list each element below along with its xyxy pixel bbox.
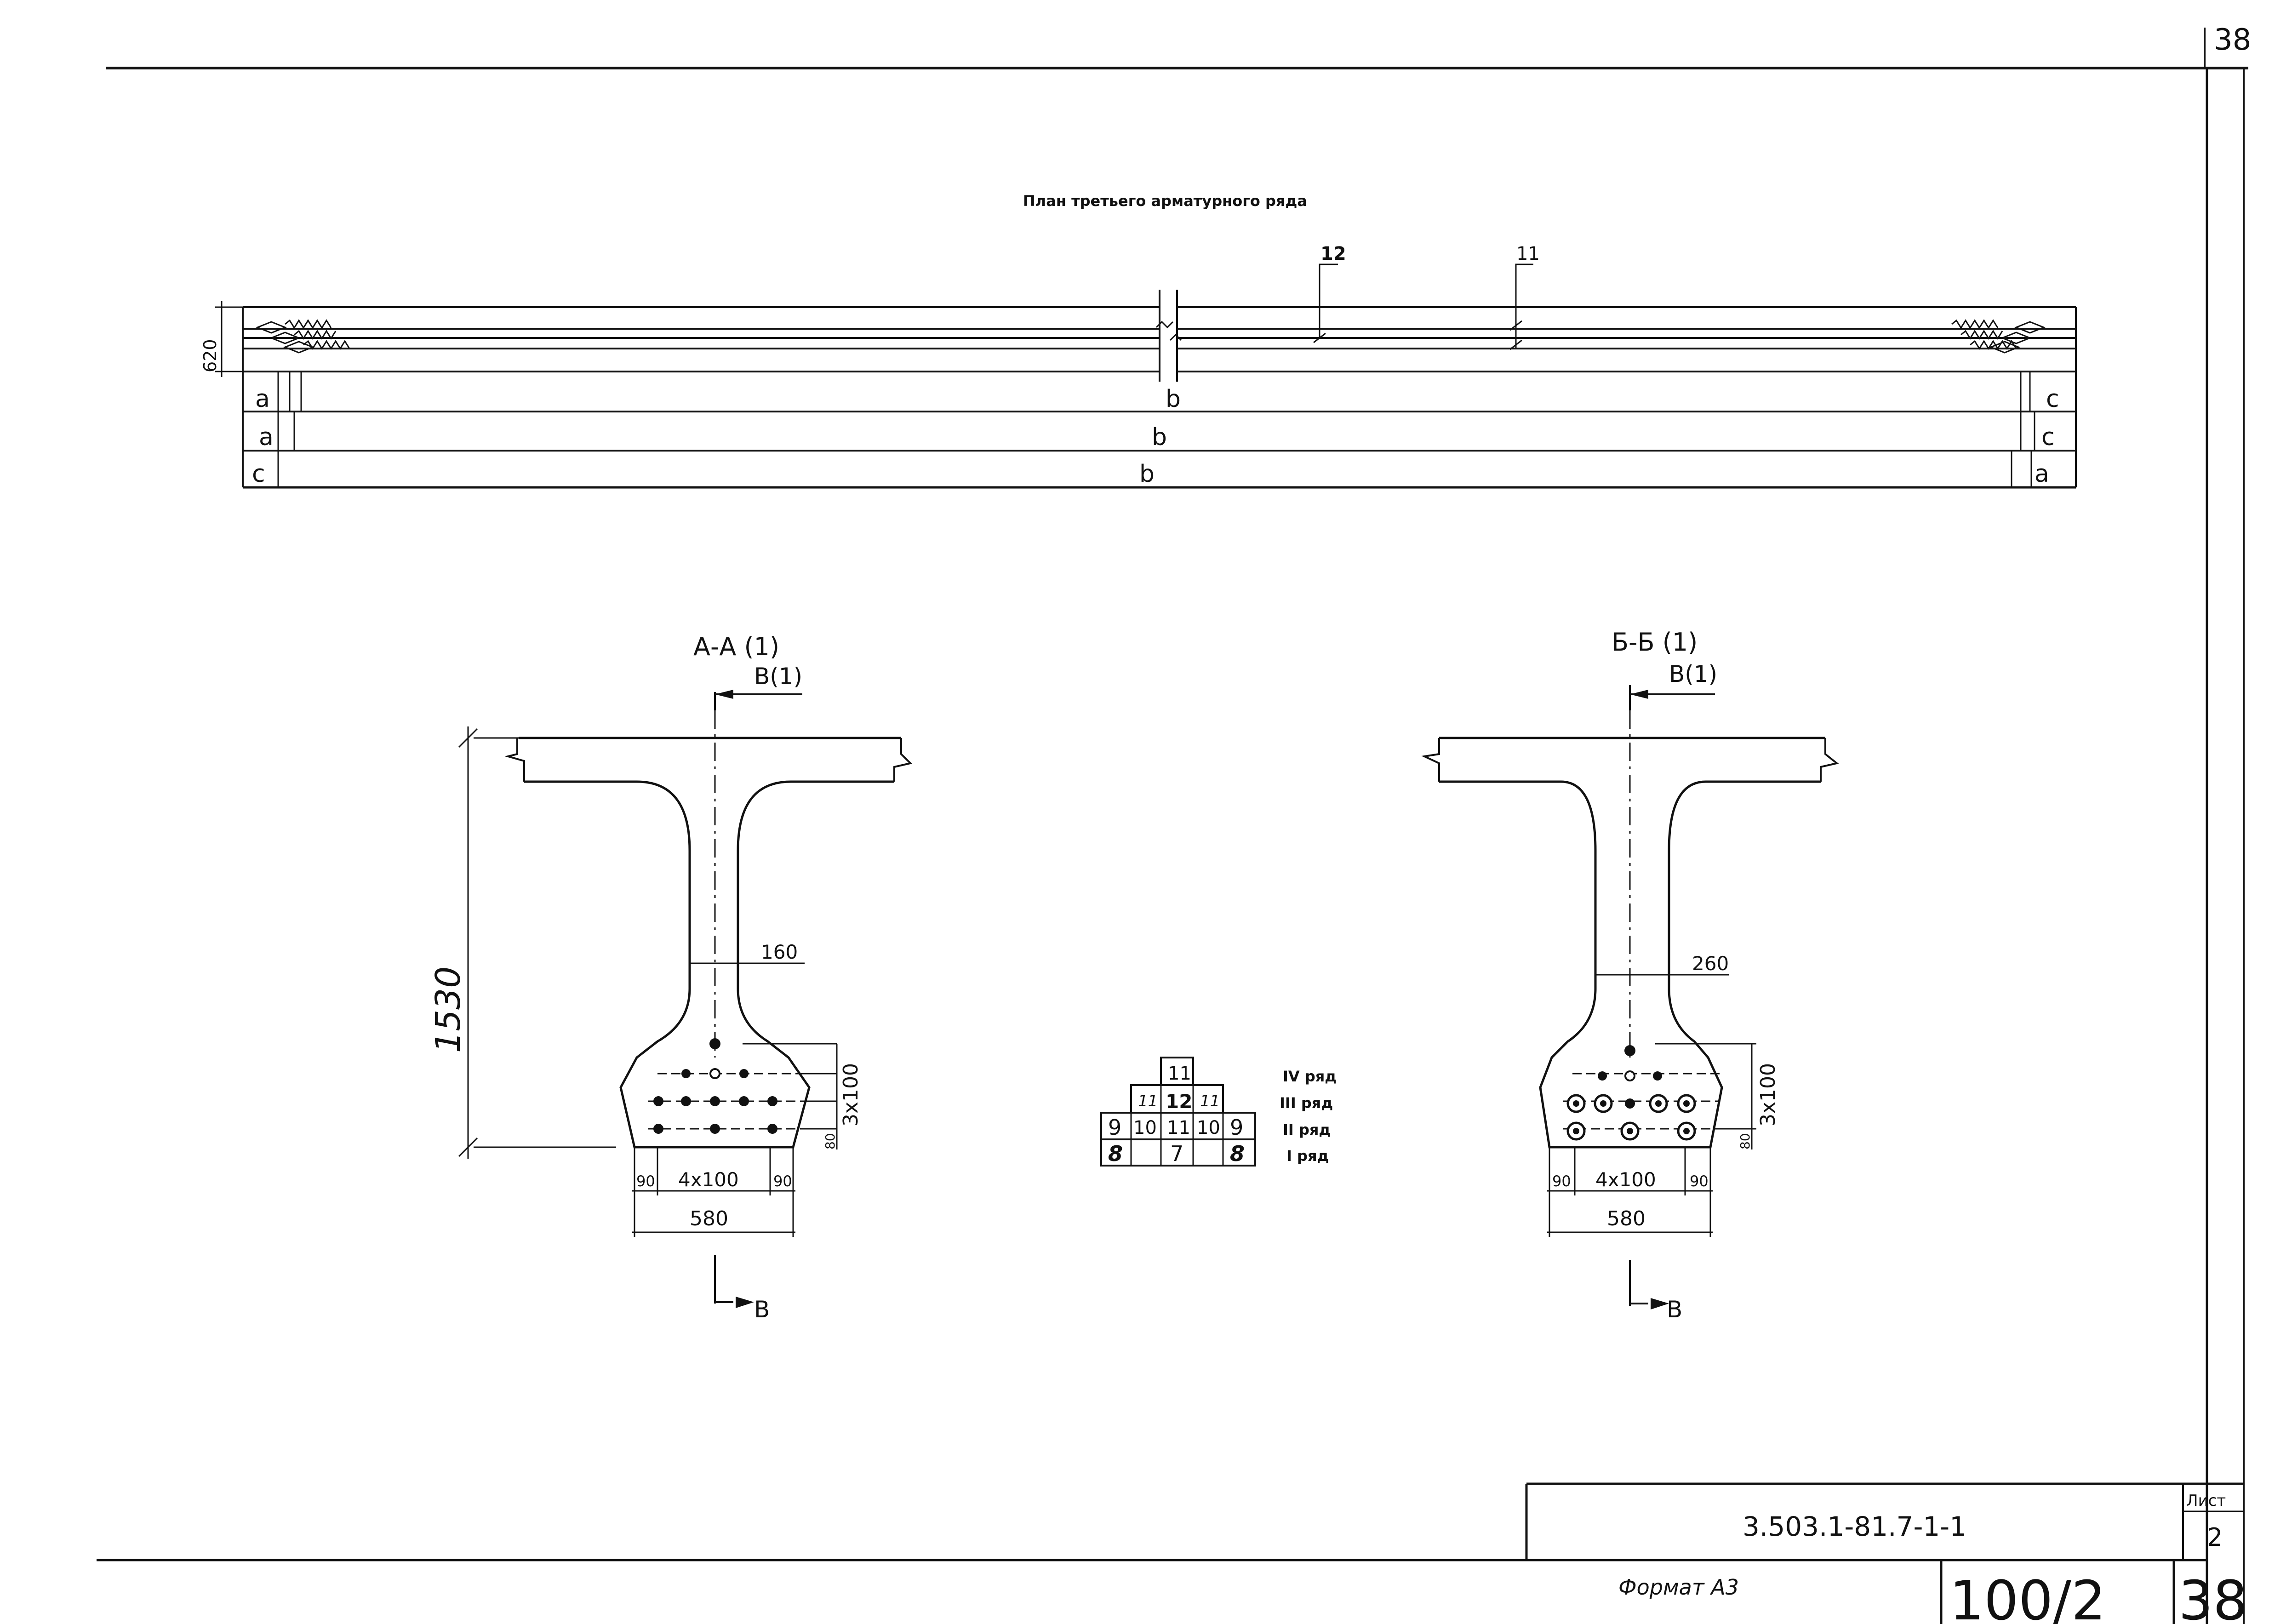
row-label-iii: III ряд bbox=[1280, 1094, 1333, 1112]
callout-11: 11 bbox=[1516, 243, 1540, 264]
section-aa-vert-dim: 3x100 bbox=[839, 1063, 863, 1127]
section-aa-bottom-width: 580 bbox=[690, 1207, 728, 1230]
sheet-label: Лист bbox=[2186, 1492, 2226, 1510]
section-aa-bot-right: 90 bbox=[773, 1172, 792, 1190]
row-label-iv: IV ряд bbox=[1283, 1068, 1337, 1085]
plan-row2-right: c bbox=[2041, 423, 2055, 451]
section-aa-vert-small: 80 bbox=[823, 1133, 838, 1149]
section-bb-bot-mid: 4x100 bbox=[1595, 1168, 1656, 1191]
plan-row3-right: a bbox=[2035, 460, 2049, 488]
table-r4-c1: 11 bbox=[1168, 1063, 1191, 1084]
plan-view bbox=[215, 263, 2077, 489]
plan-row3-mid: b bbox=[1139, 460, 1155, 488]
callout-12: 12 bbox=[1320, 243, 1346, 264]
plan-row2-left: a bbox=[259, 423, 274, 451]
plan-height-dim: 620 bbox=[200, 339, 220, 372]
table-r3-c3: 11 bbox=[1200, 1092, 1220, 1110]
section-aa-bot-left: 90 bbox=[636, 1172, 655, 1190]
section-aa-cut-top: В(1) bbox=[754, 663, 802, 690]
table-r2-c2: 10 bbox=[1133, 1117, 1157, 1138]
plan-title: План третьего арматурного ряда bbox=[1023, 192, 1307, 210]
table-r1-c3: 8 bbox=[1230, 1141, 1245, 1166]
album-number: 100/2 bbox=[1949, 1569, 2106, 1624]
title-block bbox=[1525, 1482, 2244, 1624]
plan-row1-right: c bbox=[2046, 385, 2059, 413]
row-label-i: I ряд bbox=[1286, 1147, 1329, 1165]
doc-code: 3.503.1-81.7-1-1 bbox=[1743, 1511, 1966, 1542]
page-number-top: 38 bbox=[2214, 23, 2251, 57]
table-r1-c2: 7 bbox=[1170, 1141, 1183, 1166]
page-number-bottom: 38 bbox=[2178, 1569, 2247, 1624]
section-bb-vert-dim: 3x100 bbox=[1756, 1063, 1780, 1127]
section-bb-vert-small: 80 bbox=[1738, 1133, 1753, 1149]
table-r2-c1: 9 bbox=[1108, 1115, 1121, 1140]
section-aa-height-dim: 1530 bbox=[429, 966, 468, 1053]
section-bb-title: Б-Б (1) bbox=[1612, 628, 1698, 657]
row-label-ii: II ряд bbox=[1283, 1121, 1331, 1138]
section-bb-bot-right: 90 bbox=[1690, 1172, 1709, 1190]
table-r1-c1: 8 bbox=[1108, 1141, 1123, 1166]
section-aa-outline bbox=[458, 690, 912, 1308]
section-aa-bot-mid: 4x100 bbox=[678, 1168, 739, 1191]
format-label: Формат А3 bbox=[1618, 1575, 1739, 1600]
section-aa-cut-bottom: В bbox=[754, 1296, 770, 1323]
section-bb-rebars bbox=[1566, 1045, 1696, 1141]
table-r2-c3: 11 bbox=[1167, 1117, 1190, 1138]
section-bb-cut-bottom: В bbox=[1667, 1296, 1682, 1323]
table-r3-c2: 12 bbox=[1166, 1090, 1192, 1113]
rebar-layout-table bbox=[1100, 1057, 1256, 1167]
section-aa-rebars bbox=[653, 1038, 777, 1134]
table-r3-c1: 11 bbox=[1138, 1092, 1158, 1110]
section-aa-web-dim: 160 bbox=[761, 941, 798, 963]
plan-row3-left: c bbox=[252, 460, 265, 488]
sheet-frame bbox=[97, 28, 2248, 1624]
section-bb-web-dim: 260 bbox=[1692, 952, 1729, 975]
plan-row1-left: a bbox=[255, 385, 270, 413]
sheet-number: 2 bbox=[2207, 1523, 2223, 1552]
section-aa-title: А-А (1) bbox=[693, 632, 779, 661]
section-bb-cut-top: В(1) bbox=[1669, 661, 1717, 687]
section-bb-bottom-width: 580 bbox=[1607, 1207, 1646, 1230]
plan-row2-mid: b bbox=[1152, 423, 1167, 451]
table-r2-c5: 9 bbox=[1230, 1115, 1243, 1140]
table-r2-c4: 10 bbox=[1197, 1117, 1220, 1138]
section-bb-bot-left: 90 bbox=[1552, 1172, 1571, 1190]
plan-row1-mid: b bbox=[1166, 385, 1181, 413]
